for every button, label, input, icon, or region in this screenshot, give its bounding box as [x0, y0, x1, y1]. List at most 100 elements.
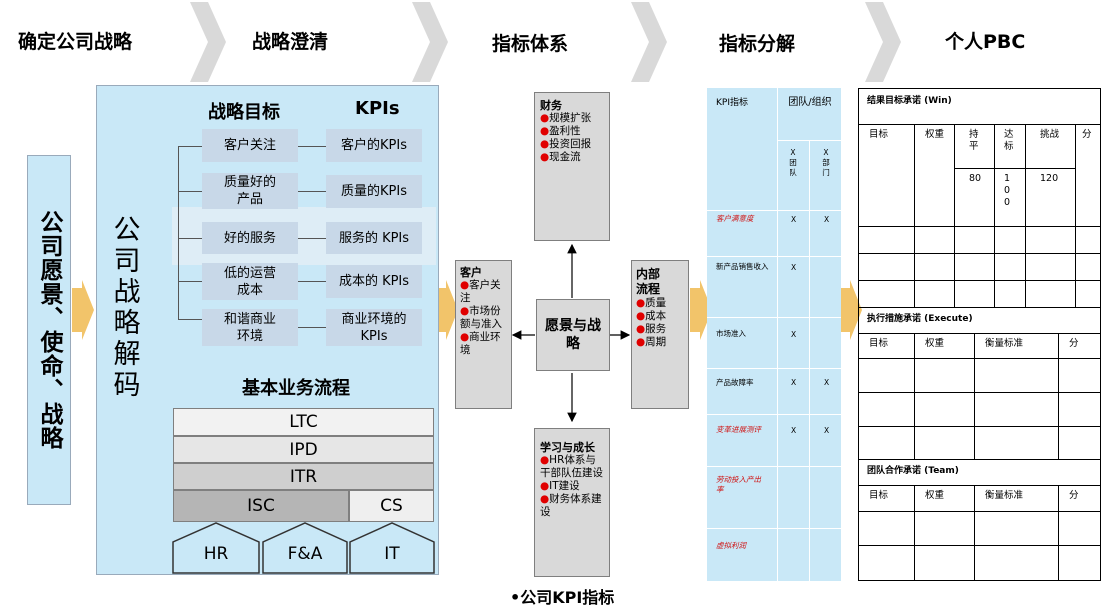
arrow-right-icon [72, 280, 94, 340]
bsc-internal-item: ●质量 [636, 297, 684, 310]
arrow-right-icon [436, 280, 458, 340]
kpi-col-header: 团队/组织 [788, 97, 832, 108]
bracket-line [178, 146, 179, 320]
pbc-header-cell: 分 [1059, 486, 1100, 512]
pbc-empty-cell [1059, 427, 1100, 460]
bsc-center-box: 愿景与战略 [536, 299, 610, 371]
stage-title-4: 指标分解 [719, 33, 796, 55]
pbc-empty-cell [1026, 281, 1076, 308]
pbc-empty-cell [915, 512, 975, 546]
pbc-win-title: 结果目标承诺 (Win) [859, 89, 1100, 125]
kpi-item: 服务的 KPIs [326, 222, 422, 254]
bullet-icon: ● [540, 138, 550, 150]
goal-item: 和谐商业环境 [202, 309, 298, 346]
kpi-table [707, 88, 841, 581]
bullet-icon: ● [636, 336, 646, 348]
bracket-line [178, 281, 202, 282]
bsc-internal-title: 内部流程 [636, 267, 661, 296]
chevron-right-icon [631, 2, 667, 82]
bsc-learning-item-text: IT建设 [549, 480, 580, 492]
kpi-row-label: 客户满意度 [716, 214, 754, 223]
pbc-empty-cell [975, 512, 1059, 546]
bullet-icon: ● [460, 305, 470, 317]
pbc-empty-cell [915, 359, 975, 393]
bracket-line [178, 319, 202, 320]
bsc-finance-item-text: 现金流 [549, 151, 581, 163]
pbc-header-cell: 持平 [955, 125, 995, 169]
arrow-right-icon [690, 280, 712, 340]
pbc-header-cell: 挑战 [1026, 125, 1076, 169]
pbc-win-title-text: 结果目标承诺 (Win) [867, 96, 952, 106]
process-bar-cs: CS [349, 490, 434, 522]
bullet-icon: ● [636, 297, 646, 309]
pbc-empty-cell [859, 393, 915, 427]
pbc-empty-cell [859, 254, 915, 281]
goal-item: 好的服务 [202, 222, 298, 254]
pbc-empty-cell [955, 281, 995, 308]
kpi-row-label: 变革进展测评 [716, 425, 761, 434]
bsc-internal-item-text: 成本 [645, 310, 667, 322]
kpi-row-mark: X [791, 330, 797, 339]
bsc-internal-item: ●服务 [636, 323, 684, 336]
pbc-header-cell: 权重 [915, 125, 955, 227]
stage-title-3: 指标体系 [492, 33, 569, 55]
process-bar-itr: ITR [173, 463, 434, 490]
bsc-finance-item-text: 投资回报 [549, 138, 592, 150]
bullet-icon: ● [540, 112, 550, 124]
pbc-empty-cell [975, 546, 1059, 580]
connector-line [298, 238, 326, 239]
goals-header: 战略目标 [208, 102, 280, 123]
bsc-center-label: 愿景与战略 [545, 318, 601, 352]
pbc-empty-cell [995, 227, 1026, 254]
foundation-hr-shape [172, 522, 260, 574]
kpi-item: 成本的 KPIs [326, 265, 422, 298]
bsc-learning-item-text: 财务体系建设 [540, 493, 602, 518]
bsc-customer-item-text: 市场份额与准入 [460, 305, 502, 330]
bracket-line [178, 146, 202, 147]
pbc-value-cell: 120 [1026, 169, 1076, 227]
bsc-learning-item: ●IT建设 [540, 480, 604, 493]
goal-item: 客户关注 [202, 129, 298, 162]
bullet-icon: ● [540, 151, 550, 163]
pbc-empty-cell [1059, 512, 1100, 546]
pbc-header-cell: 目标 [859, 125, 915, 227]
stage-title-1: 确定公司战略 [18, 31, 133, 53]
kpi-row-label: 市场准入 [716, 329, 746, 338]
bsc-customer-item: ●市场份额与准入 [460, 305, 507, 331]
kpi-grid-line [777, 140, 841, 141]
bsc-finance-item: ●规模扩张 [540, 112, 604, 125]
pbc-header-cell: 目标 [859, 334, 915, 359]
bsc-internal-item-text: 周期 [645, 336, 667, 348]
pbc-empty-cell [1076, 281, 1100, 308]
vision-label: 公司愿景、使命、战略 [36, 210, 62, 450]
process-bar-ltc: LTC [173, 408, 434, 436]
foundation-fa-shape [262, 522, 348, 574]
pbc-empty-cell [1026, 254, 1076, 281]
bsc-finance-item-text: 规模扩张 [549, 112, 592, 124]
pbc-header-cell: 权重 [915, 486, 975, 512]
goal-item: 质量好的产品 [202, 173, 298, 209]
pbc-empty-cell [1076, 254, 1100, 281]
pbc-empty-cell [1059, 393, 1100, 427]
bullet-icon: ● [540, 480, 550, 492]
connector-line [298, 281, 326, 282]
pbc-empty-cell [859, 227, 915, 254]
bsc-finance-item: ●现金流 [540, 151, 604, 164]
pbc-header-cell: 分 [1059, 334, 1100, 359]
goal-item: 低的运营成本 [202, 263, 298, 300]
bullet-icon: ● [540, 454, 550, 466]
kpi-row-mark: X [791, 263, 797, 272]
bsc-customer-item: ●商业环境 [460, 331, 507, 357]
bsc-internal-item-text: 质量 [645, 297, 667, 309]
chevron-right-icon [412, 2, 448, 82]
kpi-sub-header: X部门 [822, 148, 830, 177]
bullet-icon: ● [460, 331, 470, 343]
bsc-customer-item-text: 商业环境 [460, 331, 501, 356]
kpi-row-label: 虚拟利润 [716, 541, 746, 550]
kpi-row-mark: X [824, 378, 830, 387]
kpi-sub-header: X团队 [789, 148, 797, 177]
pbc-header-cell: 达标 [995, 125, 1026, 169]
bsc-customer-item-text: 客户关注 [460, 279, 501, 304]
bsc-arrows [511, 243, 631, 423]
kpi-row-mark: X [791, 426, 797, 435]
